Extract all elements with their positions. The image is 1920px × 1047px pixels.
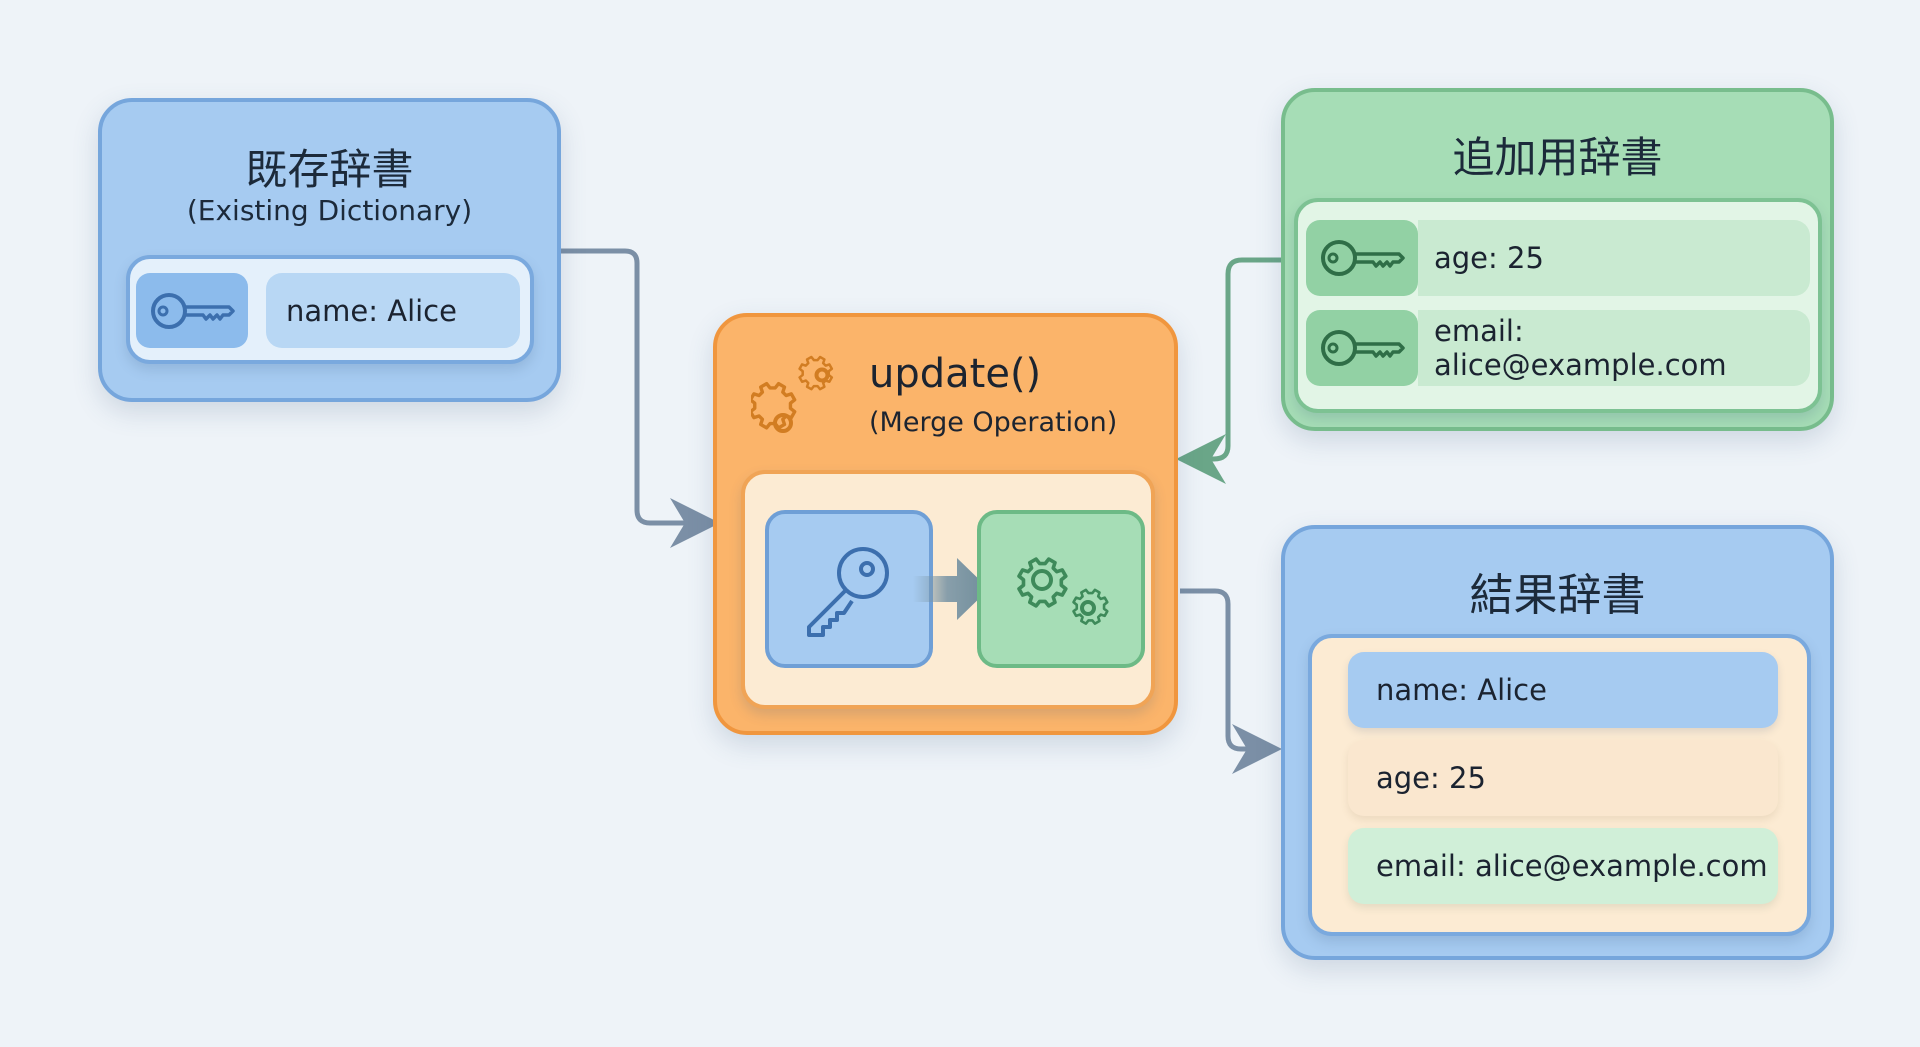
connector-update-to-result	[1180, 588, 1282, 774]
key-icon	[151, 292, 235, 329]
arrow-right-icon	[913, 558, 989, 620]
key-icon-box	[1306, 310, 1418, 386]
result-entry-name: name: Alice	[1348, 652, 1778, 728]
gears-tile	[977, 510, 1145, 668]
update-subtitle: (Merge Operation)	[869, 407, 1118, 438]
additional-entry-age: age: 25	[1418, 220, 1810, 296]
update-title: update()	[869, 351, 1042, 397]
additional-entries-panel: age: 25 email: alice@example.com	[1294, 198, 1822, 413]
connector-existing-to-update	[561, 248, 720, 548]
key-icon	[1321, 330, 1405, 366]
key-icon	[1321, 240, 1405, 276]
key-icon-box	[136, 273, 248, 348]
existing-dictionary-subtitle: (Existing Dictionary)	[186, 194, 473, 227]
existing-entries-panel: name: Alice	[126, 255, 534, 364]
result-dictionary-title: 結果辞書	[1469, 570, 1646, 621]
existing-dictionary-card: 既存辞書 (Existing Dictionary) name: Alice	[98, 98, 561, 402]
key-icon-box	[1306, 220, 1418, 296]
additional-dictionary-title: 追加用辞書	[1452, 133, 1663, 182]
result-entry-email: email: alice@example.com	[1348, 828, 1778, 904]
existing-dictionary-title: 既存辞書	[245, 145, 414, 194]
result-entries-panel: name: Alice age: 25 email: alice@example…	[1308, 634, 1811, 936]
merge-flow-panel	[741, 470, 1155, 709]
existing-entry-name: name: Alice	[266, 273, 520, 348]
additional-dictionary-card: 追加用辞書 age: 25 email: alice@example.com	[1281, 88, 1834, 431]
gears-icon	[751, 355, 834, 433]
result-entry-age: age: 25	[1348, 740, 1778, 816]
result-dictionary-card: 結果辞書 name: Alice age: 25 email: alice@ex…	[1281, 525, 1834, 960]
key-tile	[765, 510, 933, 668]
update-operation-card: update() (Merge Operation)	[713, 313, 1178, 735]
key-icon	[807, 547, 889, 637]
additional-entry-email: email: alice@example.com	[1418, 310, 1810, 386]
connector-additional-to-update	[1176, 257, 1281, 484]
gears-icon	[1017, 557, 1109, 625]
